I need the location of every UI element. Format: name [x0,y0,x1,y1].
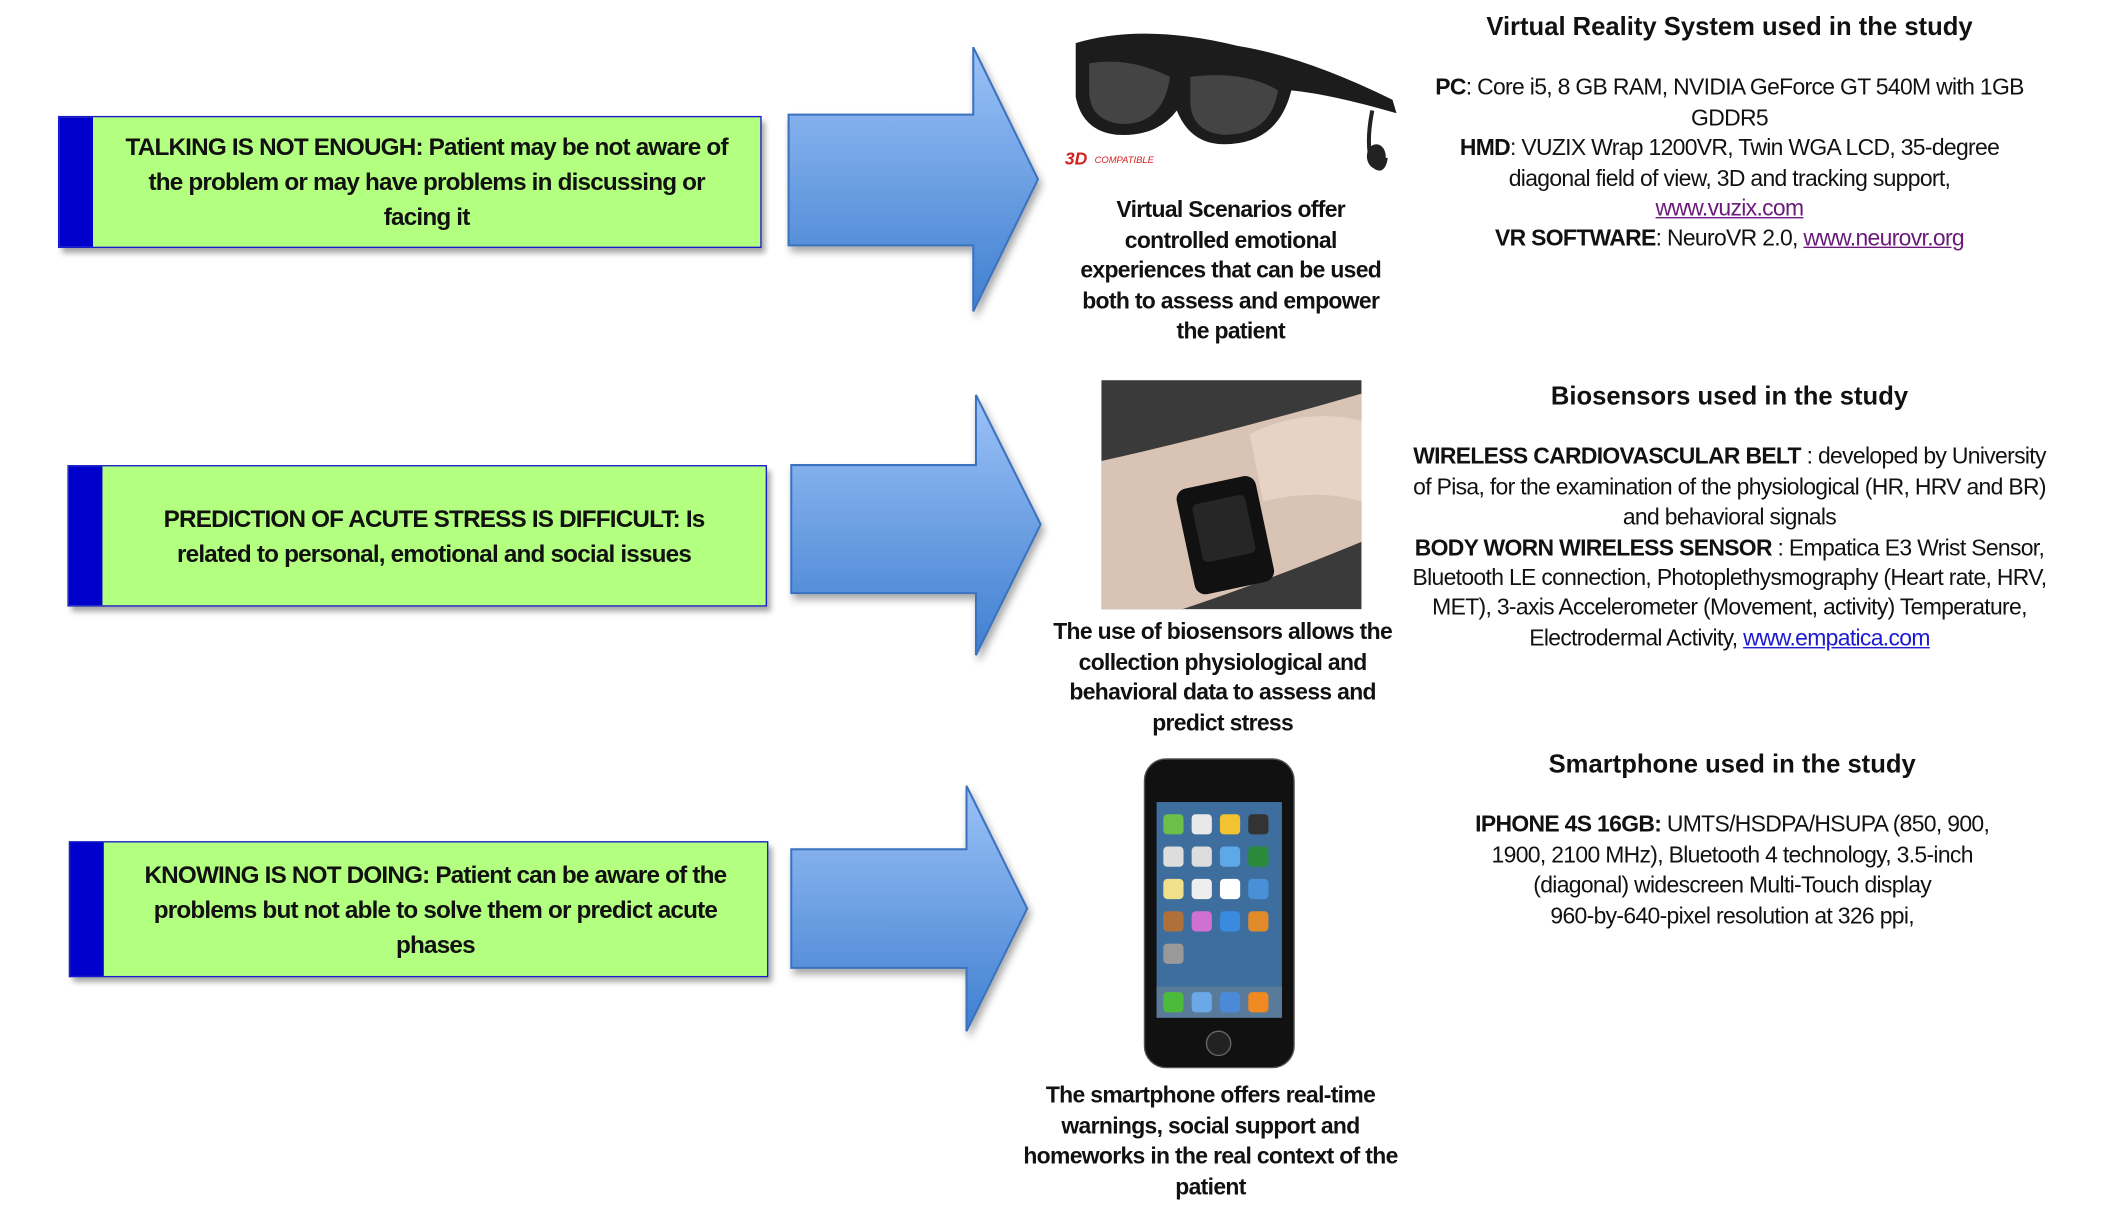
sensor-text: : Empatica E3 Wrist Sensor, Bluetooth LE… [1412,534,2047,651]
problem-box-prediction: PREDICTION OF ACUTE STRESS IS DIFFICULT:… [67,465,768,607]
smartphone-info-title: Smartphone used in the study [1548,750,1916,780]
problem-text: KNOWING IS NOT DOING: Patient can be awa… [144,860,727,958]
box-accent-strip [70,842,104,976]
box-accent-strip [59,117,94,247]
biosensor-caption: The use of biosensors allows the collect… [1053,618,1393,736]
vr-headset-image: 3D COMPATIBLE [1065,33,1397,171]
problem-box-knowing: KNOWING IS NOT DOING: Patient can be awa… [68,841,769,978]
sensor-label: BODY WORN WIRELESS SENSOR [1414,534,1773,561]
belt-text: : developed by University of Pisa, for t… [1413,444,2046,531]
problem-text: PREDICTION OF ACUTE STRESS IS DIFFICULT:… [163,504,706,567]
arrow-right-icon [790,394,1042,656]
svg-text:COMPATIBLE: COMPATIBLE [1095,154,1155,165]
hmd-label: HMD [1459,135,1511,161]
phone-text: UMTS/HSDPA/HSUPA (850, 900, 1900, 2100 M… [1491,812,1990,899]
pc-label: PC [1435,74,1466,101]
problem-text: TALKING IS NOT ENOUGH: Patient may be no… [125,133,729,231]
arrow-right-icon [790,785,1029,1032]
wrist-sensor-photo [1101,380,1362,610]
hmd-text: : VUZIX Wrap 1200VR, Twin WGA LCD, 35-de… [1508,135,2000,191]
smartphone-caption: The smartphone offers real-time warnings… [1023,1082,1398,1200]
software-text: : NeuroVR 2.0, [1655,225,1804,252]
vr-info-title: Virtual Reality System used in the study [1486,13,1973,42]
box-accent-strip [68,466,103,606]
phone-resolution-text: 960-by-640-pixel resolution at 326 ppi, [1550,902,1914,929]
neurovr-link[interactable]: www.neurovr.org [1803,225,1965,252]
vr-caption: Virtual Scenarios offer controlled emoti… [1080,196,1382,344]
arrow-right-icon [787,46,1040,312]
biosensors-info-title: Biosensors used in the study [1550,382,1909,412]
biosensors-info: Biosensors used in the study WIRELESS CA… [1402,383,2057,654]
pc-text: : Core i5, 8 GB RAM, NVIDIA GeForce GT 5… [1465,74,2025,131]
belt-label: WIRELESS CARDIOVASCULAR BELT [1413,444,1801,470]
smartphone-info: Smartphone used in the study IPHONE 4S 1… [1469,751,1995,932]
software-label: VR SOFTWARE [1494,225,1656,252]
empatica-link[interactable]: www.empatica.com [1743,625,1930,651]
vuzix-link[interactable]: www.vuzix.com [1655,195,1805,222]
vr-system-info: Virtual Reality System used in the study… [1429,13,2030,254]
3d-badge: 3D [1065,148,1088,168]
phone-label: IPHONE 4S 16GB: [1475,812,1662,838]
problem-box-talking: TALKING IS NOT ENOUGH: Patient may be no… [57,115,762,249]
smartphone-image [1143,758,1295,1069]
